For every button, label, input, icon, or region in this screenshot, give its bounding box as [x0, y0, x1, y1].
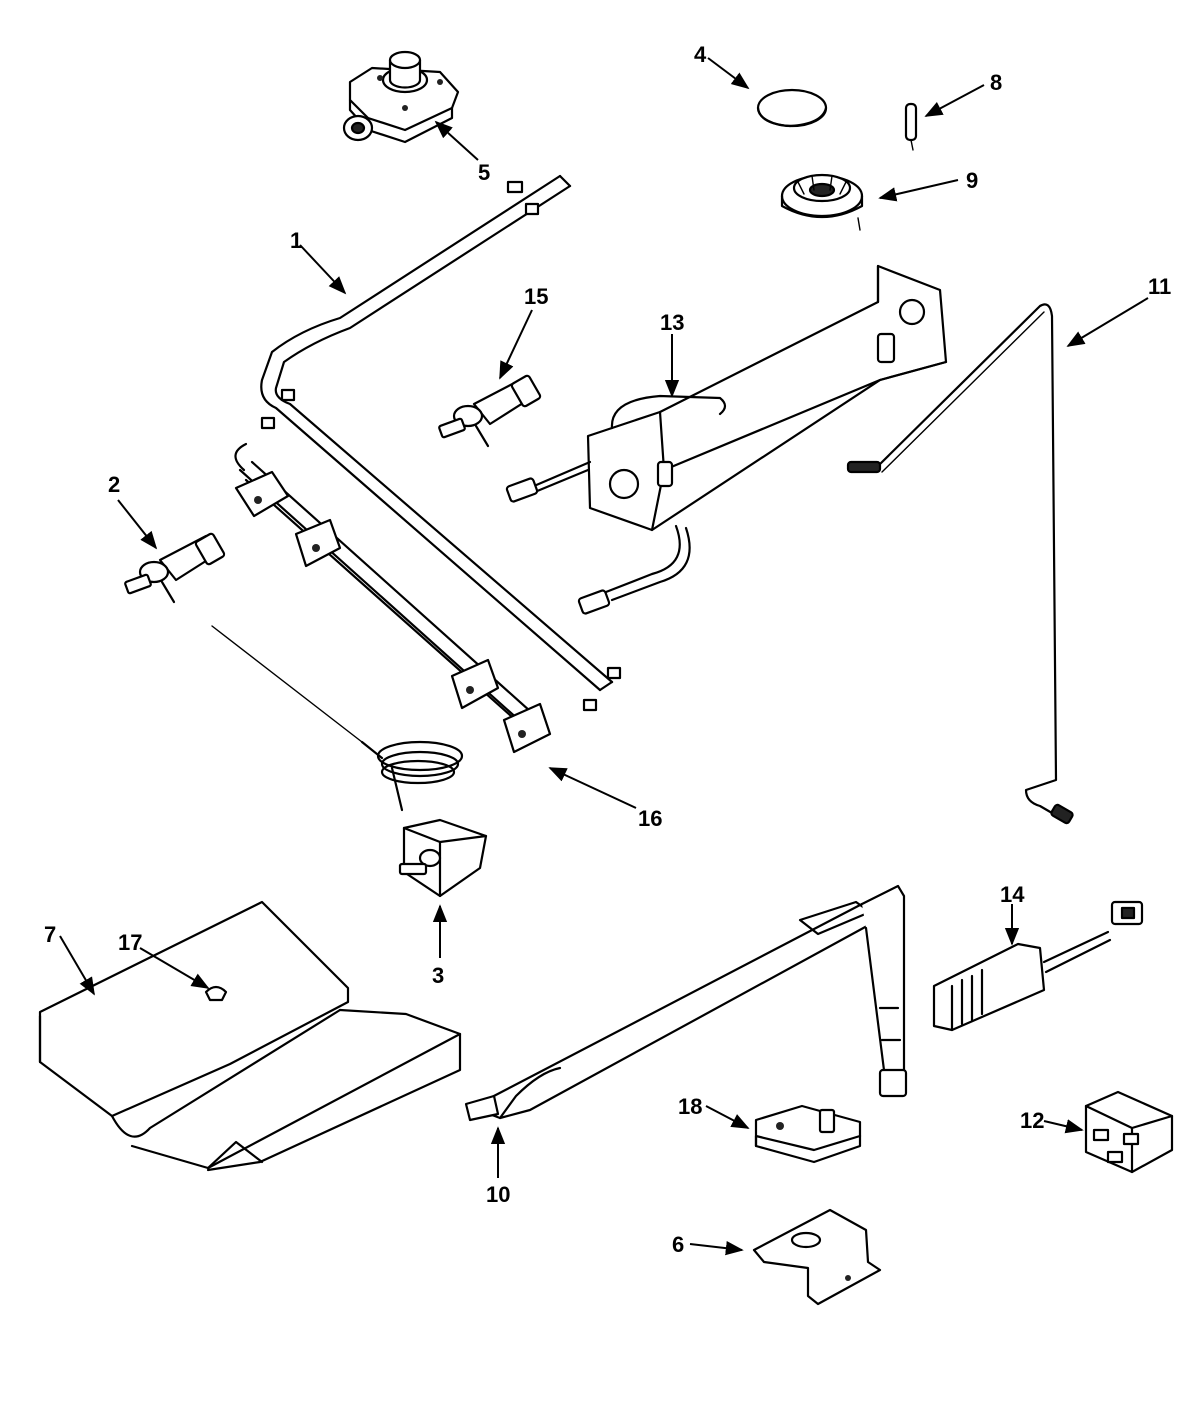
burner-valve-part-15 [438, 374, 542, 448]
thermostat-part [211, 625, 488, 898]
ignitor-wire-part [846, 303, 1074, 825]
pressure-regulator-part [342, 50, 460, 144]
callout-13: 13 [660, 310, 684, 335]
manifold-part [234, 442, 552, 754]
callout-15: 15 [524, 284, 548, 309]
heat-deflector-part [38, 900, 462, 1172]
burner-head-part [780, 173, 864, 231]
callout-16: 16 [638, 806, 662, 831]
callout-5: 5 [478, 160, 490, 185]
callout-11: 11 [1148, 274, 1171, 299]
callout-6: 6 [672, 1232, 684, 1257]
callout-12: 12 [1020, 1108, 1044, 1133]
ignitor-electrode-part [904, 102, 918, 151]
manifold-bracket-part [260, 174, 622, 712]
callout-9: 9 [966, 168, 978, 193]
callout-14: 14 [1000, 882, 1025, 907]
oven-igniter-part [932, 900, 1144, 1032]
mounting-bracket-part [752, 1208, 882, 1306]
burner-cap-part [756, 88, 828, 128]
leader-lines [59, 57, 1149, 1256]
callout-17: 17 [118, 930, 142, 955]
control-module-part [754, 1104, 862, 1164]
callout-10: 10 [486, 1182, 510, 1207]
callout-8: 8 [990, 70, 1002, 95]
burner-valve-part-2 [124, 532, 226, 604]
callout-2: 2 [108, 472, 120, 497]
callout-labels: 1 2 3 4 5 6 7 8 9 10 11 12 13 14 15 16 1… [44, 42, 1171, 1257]
callout-1: 1 [290, 228, 302, 253]
bake-burner-part [464, 884, 908, 1122]
callout-3: 3 [432, 963, 444, 988]
oven-burner-assembly-part [505, 264, 948, 615]
spark-module-part [1084, 1090, 1174, 1174]
callout-4: 4 [694, 42, 707, 67]
callout-7: 7 [44, 922, 56, 947]
callout-18: 18 [678, 1094, 702, 1119]
